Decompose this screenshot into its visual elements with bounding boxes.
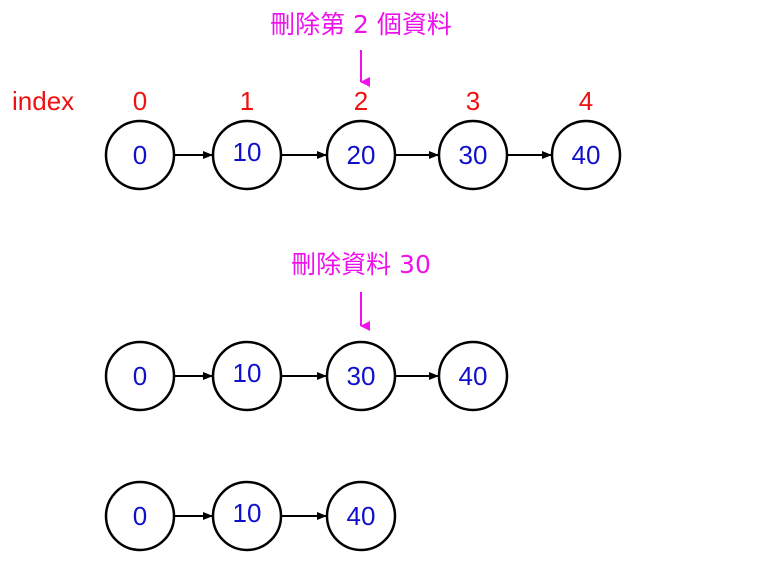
list-node: 10 bbox=[211, 340, 283, 412]
index-number: 3 bbox=[466, 86, 480, 116]
index-number: 1 bbox=[240, 86, 254, 116]
node-circle bbox=[104, 480, 176, 552]
node-value: 40 bbox=[347, 501, 376, 531]
index-number: 4 bbox=[579, 86, 593, 116]
node-value: 30 bbox=[459, 140, 488, 170]
node-circle bbox=[325, 119, 397, 191]
node-circle bbox=[325, 480, 397, 552]
node-value: 10 bbox=[233, 358, 262, 388]
node-circle bbox=[211, 340, 283, 412]
list-node: 40 bbox=[550, 119, 622, 191]
list-node: 0 bbox=[104, 480, 176, 552]
list-node: 40 bbox=[325, 480, 397, 552]
list-node: 10 bbox=[211, 119, 283, 191]
list-node: 0 bbox=[104, 119, 176, 191]
list-node: 40 bbox=[437, 340, 509, 412]
node-value: 10 bbox=[233, 137, 262, 167]
linked-list-3: 0 10 40 bbox=[104, 480, 397, 552]
node-circle bbox=[550, 119, 622, 191]
node-value: 10 bbox=[233, 498, 262, 528]
delete-annotation: 刪除第 2 個資料 bbox=[270, 10, 452, 39]
node-value: 40 bbox=[572, 140, 601, 170]
list-node: 10 bbox=[211, 480, 283, 552]
index-label: index bbox=[12, 86, 74, 116]
node-value: 30 bbox=[347, 361, 376, 391]
list-node: 30 bbox=[325, 340, 397, 412]
list-node: 30 bbox=[437, 119, 509, 191]
node-circle bbox=[104, 340, 176, 412]
list-node: 0 bbox=[104, 340, 176, 412]
node-circle bbox=[437, 340, 509, 412]
linked-list-1: 0 10 20 30 40 bbox=[104, 119, 622, 191]
node-circle bbox=[211, 119, 283, 191]
node-circle bbox=[104, 119, 176, 191]
node-value: 0 bbox=[133, 140, 147, 170]
index-number: 0 bbox=[133, 86, 147, 116]
list-node: 20 bbox=[325, 119, 397, 191]
node-value: 0 bbox=[133, 501, 147, 531]
node-circle bbox=[211, 480, 283, 552]
node-value: 0 bbox=[133, 361, 147, 391]
node-circle bbox=[437, 119, 509, 191]
node-value: 20 bbox=[347, 140, 376, 170]
delete-annotation: 刪除資料 30 bbox=[291, 250, 431, 279]
linked-list-2: 0 10 30 40 bbox=[104, 340, 509, 412]
node-value: 40 bbox=[459, 361, 488, 391]
node-circle bbox=[325, 340, 397, 412]
index-number: 2 bbox=[354, 86, 368, 116]
